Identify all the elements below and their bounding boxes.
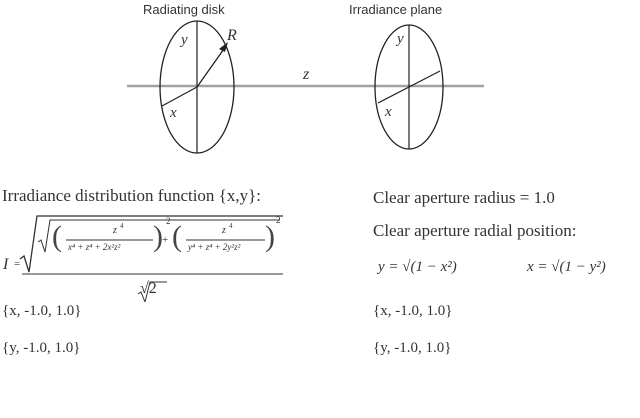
irradiance-plane xyxy=(374,24,444,150)
formula-equals: = xyxy=(14,258,21,270)
term1-square: 2 xyxy=(166,216,171,226)
formula-plus: + xyxy=(162,234,169,246)
equation-y: y = √(1 − x²) xyxy=(378,259,457,275)
radius-label: R xyxy=(226,27,237,44)
left-range-x: {x, -1.0, 1.0} xyxy=(2,303,82,319)
term2-numerator: z xyxy=(222,225,226,236)
plane-x-label: x xyxy=(384,104,392,120)
left-range-y: {y, -1.0, 1.0} xyxy=(2,340,81,356)
optics-diagram: y x R z y x xyxy=(127,20,484,154)
disk-x-label: x xyxy=(169,105,177,121)
right-range-y: {y, -1.0, 1.0} xyxy=(373,340,452,356)
formula-lhs: I xyxy=(3,256,9,273)
equation-x: x = √(1 − y²) xyxy=(527,259,606,275)
disk-caption: Radiating disk xyxy=(143,2,225,17)
plane-caption: Irradiance plane xyxy=(349,2,443,17)
plane-y-label: y xyxy=(395,31,404,47)
term1-numerator: z xyxy=(113,225,117,236)
radial-position-heading: Clear aperture radial position: xyxy=(373,221,577,240)
term1-denominator: x⁴ + z⁴ + 2x²z² xyxy=(68,242,121,252)
aperture-radius-text: Clear aperture radius = 1.0 xyxy=(373,188,555,207)
radius-arrow xyxy=(196,45,227,88)
radiating-disk xyxy=(159,20,235,154)
term2-denominator: y⁴ + z⁴ + 2y²z² xyxy=(188,242,241,252)
irradiance-formula: I = ( z 4 x⁴ + z⁴ + 2x²z² ) 2 + ( z 4 y⁴… xyxy=(0,212,300,302)
irradiance-heading: Irradiance distribution function {x,y}: xyxy=(2,186,261,205)
disk-y-label: y xyxy=(179,32,188,48)
term1-exponent: 4 xyxy=(120,222,124,230)
right-range-x: {x, -1.0, 1.0} xyxy=(373,303,453,319)
z-axis-label: z xyxy=(302,66,310,83)
term2-exponent: 4 xyxy=(229,222,233,230)
radius-arrowhead xyxy=(219,42,228,52)
formula-denominator: √2 xyxy=(140,280,157,297)
formula-radicals xyxy=(19,215,283,302)
term2-square: 2 xyxy=(276,215,281,225)
